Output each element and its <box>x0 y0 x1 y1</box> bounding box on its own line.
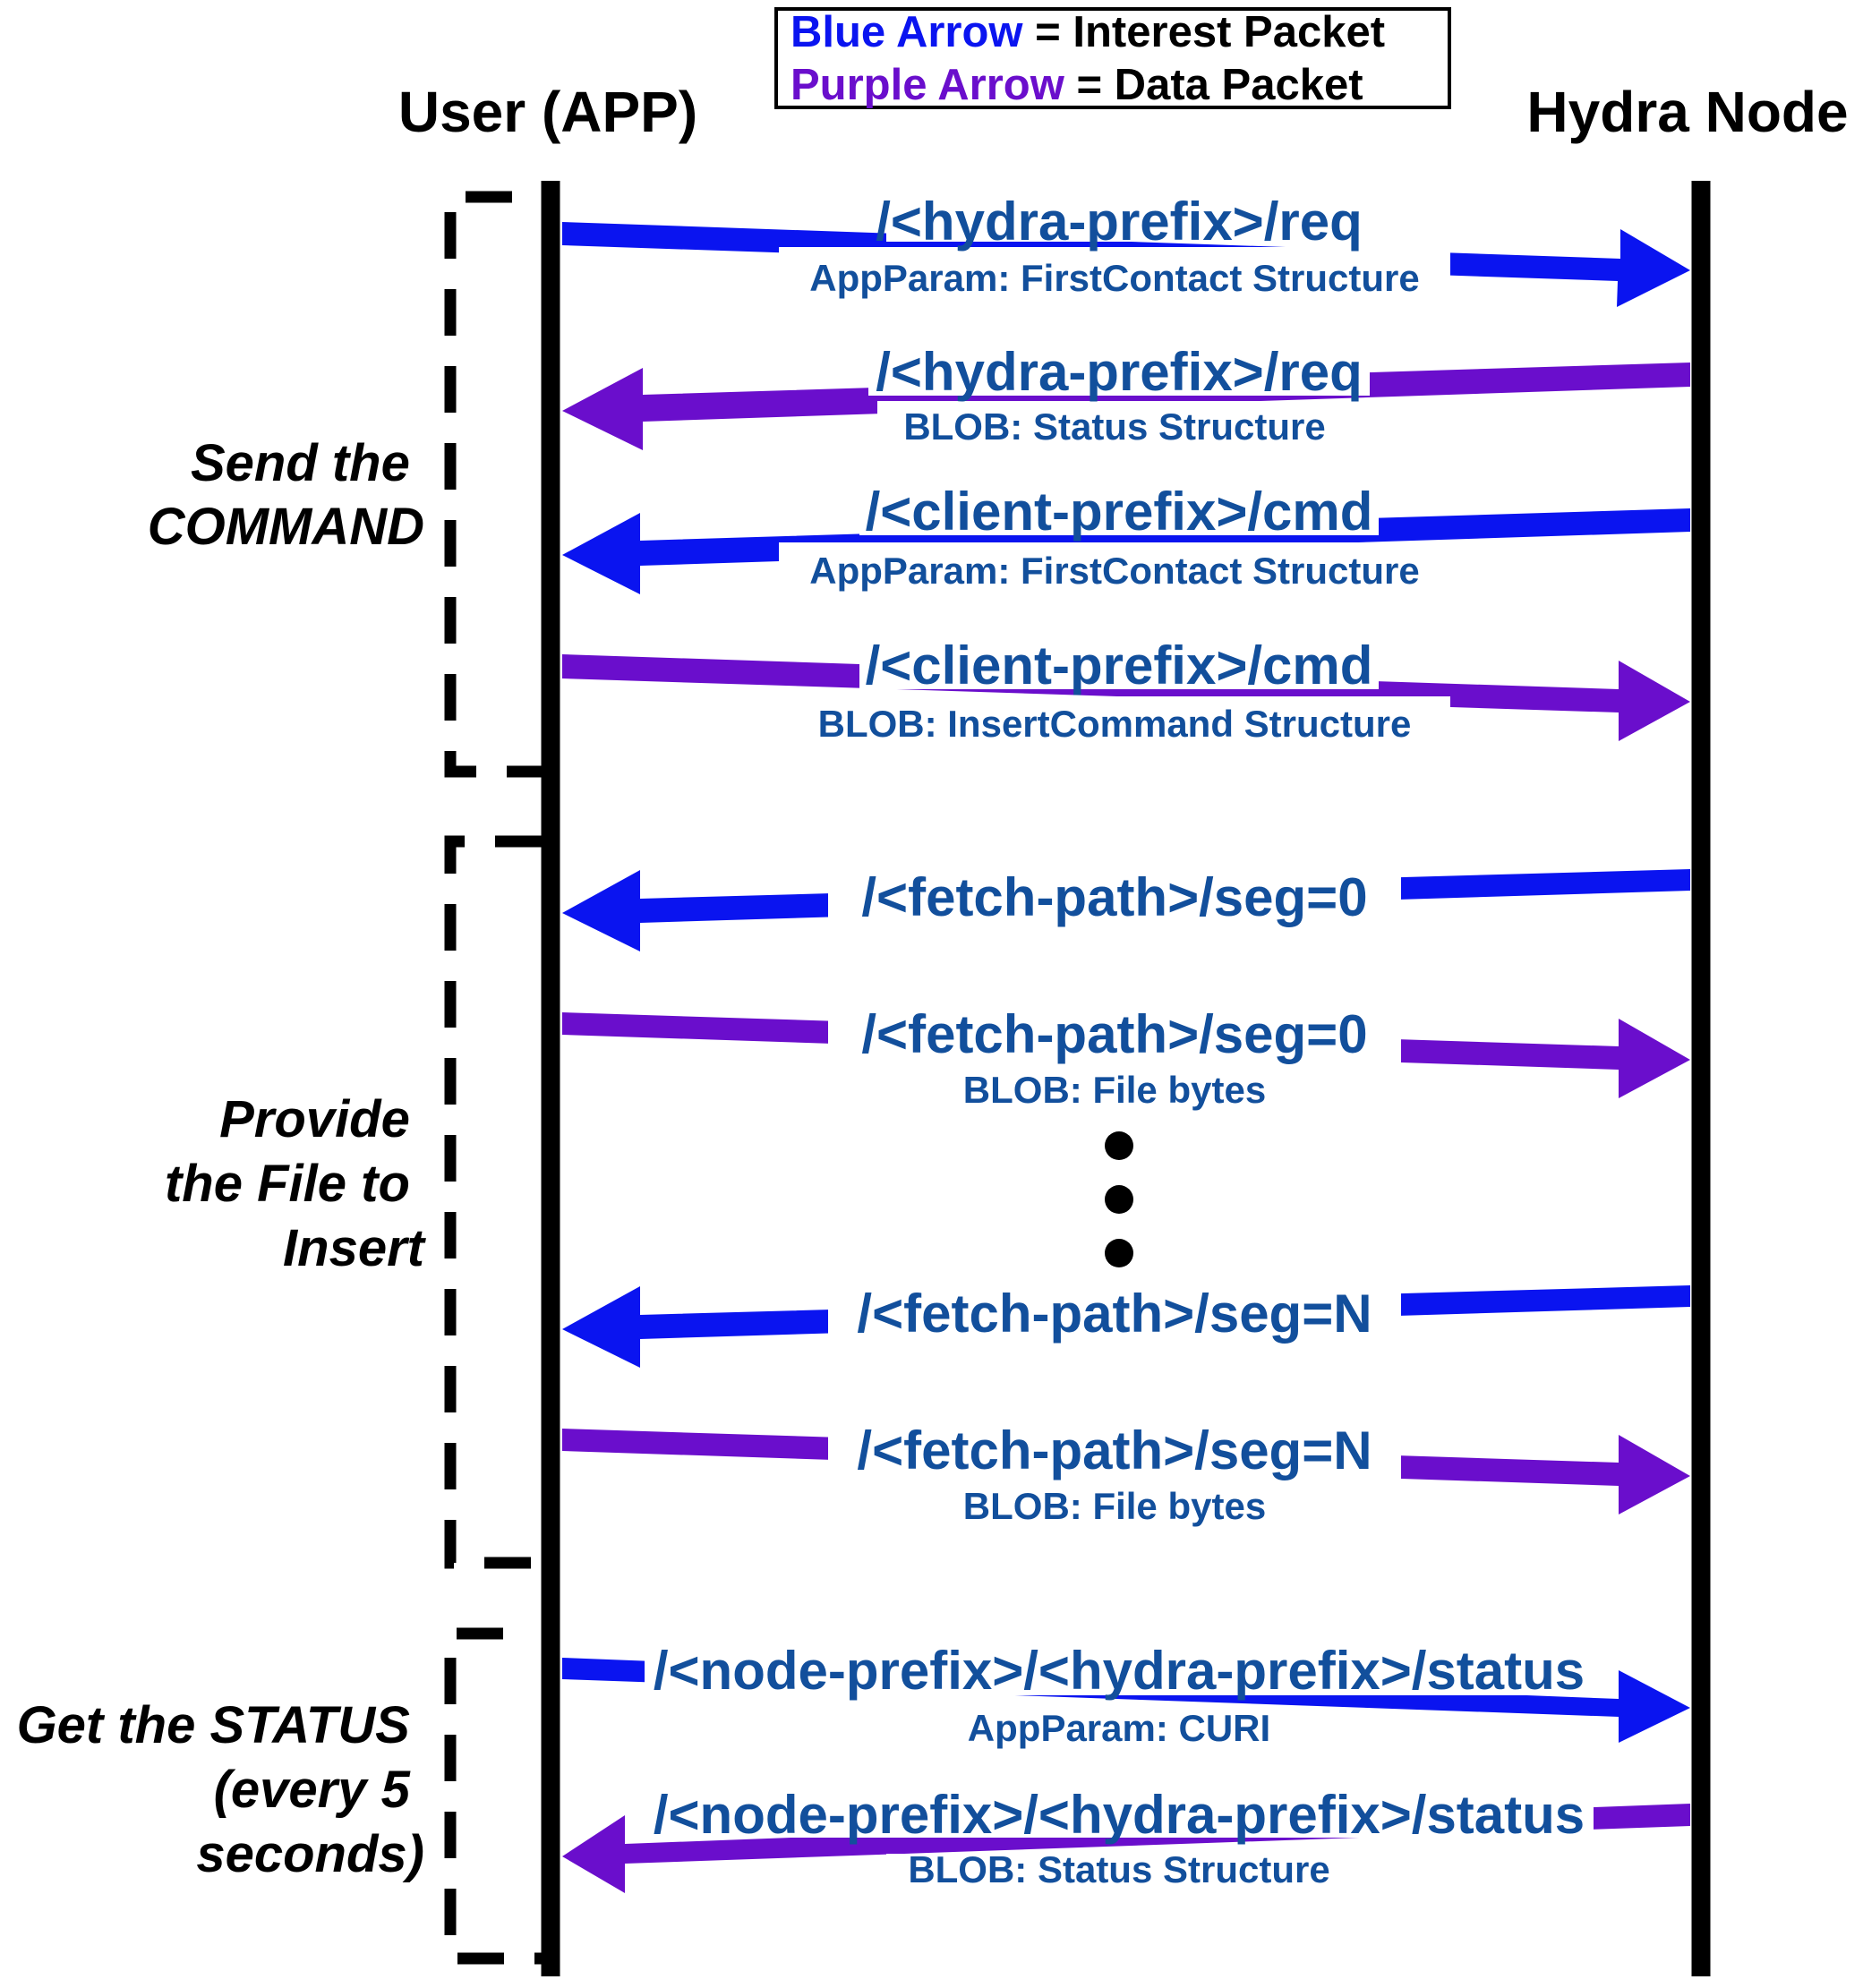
message-name: /<node-prefix>/<hydra-prefix>/status <box>654 1641 1585 1701</box>
message-6: /<fetch-path>/seg=0 BLOB: File bytes <box>562 1001 1690 1111</box>
message-4: /<client-prefix>/cmd BLOB: InsertCommand… <box>562 636 1690 745</box>
message-name: /<client-prefix>/cmd <box>866 636 1373 695</box>
message-detail: BLOB: File bytes <box>963 1069 1266 1111</box>
legend-purple-text: = Data Packet <box>1064 61 1363 109</box>
message-name: /<fetch-path>/seg=0 <box>861 1004 1367 1064</box>
message-detail: BLOB: Status Structure <box>903 405 1325 448</box>
phase-brackets <box>444 191 546 1965</box>
legend-purple-label: Purple Arrow <box>790 61 1065 109</box>
legend-box <box>774 7 1451 109</box>
message-name: /<hydra-prefix>/req <box>876 342 1363 402</box>
actor-hydra-node: Hydra Node <box>1526 80 1848 144</box>
message-8: /<fetch-path>/seg=N BLOB: File bytes <box>562 1417 1690 1527</box>
interest-arrow <box>562 869 1690 951</box>
legend-line-data: Purple Arrow = Data Packet <box>790 61 1363 109</box>
phase-line: (every 5 <box>214 1761 411 1819</box>
message-detail: BLOB: InsertCommand Structure <box>818 703 1412 745</box>
message-detail: BLOB: File bytes <box>963 1485 1266 1527</box>
interest-arrow <box>562 1285 1690 1368</box>
phase-label-provide-file: Provide the File to Insert <box>165 1090 427 1277</box>
message-name: /<hydra-prefix>/req <box>876 192 1363 252</box>
phase-line: COMMAND <box>148 498 424 556</box>
data-arrow <box>562 363 1690 450</box>
message-name: /<fetch-path>/seg=0 <box>861 867 1367 927</box>
bracket-provide-file <box>444 835 546 1569</box>
phase-line: the File to <box>165 1155 410 1213</box>
message-name: /<fetch-path>/seg=N <box>857 1284 1372 1344</box>
message-detail: AppParam: FirstContact Structure <box>809 550 1419 592</box>
data-arrow <box>562 654 1690 741</box>
interest-arrow <box>562 222 1690 307</box>
phase-line: Send the <box>191 434 410 492</box>
phase-line: Provide <box>219 1090 410 1148</box>
message-1: /<hydra-prefix>/req AppParam: FirstConta… <box>562 188 1690 307</box>
message-5: /<fetch-path>/seg=0 <box>562 864 1690 951</box>
bracket-send-command <box>444 191 546 778</box>
ellipsis-dot <box>1105 1239 1133 1267</box>
message-name: /<node-prefix>/<hydra-prefix>/status <box>654 1785 1585 1845</box>
message-detail: AppParam: CURI <box>968 1707 1270 1749</box>
message-name: /<client-prefix>/cmd <box>866 482 1373 542</box>
message-10: /<node-prefix>/<hydra-prefix>/status BLO… <box>562 1784 1690 1898</box>
legend-line-interest: Blue Arrow = Interest Packet <box>790 8 1385 56</box>
bracket-get-status <box>444 1627 546 1965</box>
message-7: /<fetch-path>/seg=N <box>562 1280 1690 1368</box>
continuation-ellipsis <box>1105 1131 1133 1267</box>
legend-blue-label: Blue Arrow <box>790 8 1023 56</box>
phase-line: seconds) <box>196 1825 424 1883</box>
ellipsis-dot <box>1105 1131 1133 1160</box>
message-detail: BLOB: Status Structure <box>908 1848 1329 1890</box>
message-detail: AppParam: FirstContact Structure <box>809 257 1419 299</box>
phase-label-send-command: Send the COMMAND <box>148 434 424 556</box>
legend-blue-text: = Interest Packet <box>1023 8 1385 56</box>
actor-user-app: User (APP) <box>398 80 697 144</box>
legend: Blue Arrow = Interest Packet Purple Arro… <box>774 7 1451 109</box>
message-9: /<node-prefix>/<hydra-prefix>/status App… <box>562 1640 1690 1763</box>
ellipsis-dot <box>1105 1185 1133 1214</box>
phase-line: Insert <box>283 1219 427 1277</box>
phase-label-get-status: Get the STATUS (every 5 seconds) <box>17 1696 424 1883</box>
interest-arrow <box>562 508 1690 594</box>
phase-line: Get the STATUS <box>17 1696 411 1754</box>
message-2: /<hydra-prefix>/req BLOB: Status Structu… <box>562 342 1690 450</box>
message-3: /<client-prefix>/cmd AppParam: FirstCont… <box>562 482 1690 594</box>
message-name: /<fetch-path>/seg=N <box>857 1421 1372 1480</box>
